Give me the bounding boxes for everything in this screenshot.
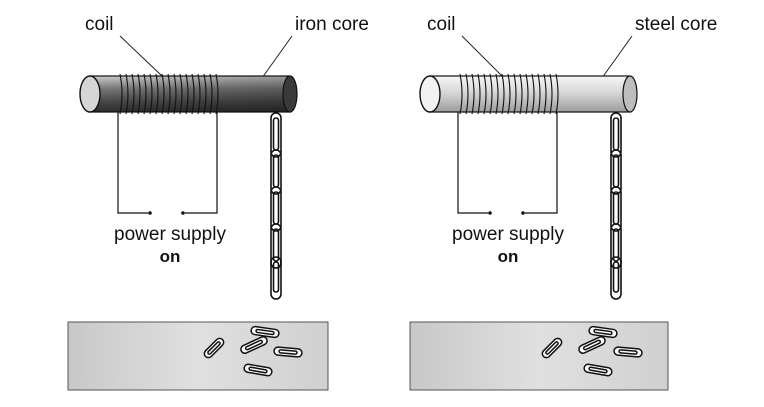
- steel-core-panel: coil steel core power supply on: [409, 14, 717, 391]
- wire-right: [525, 112, 558, 214]
- wire-left: [457, 112, 488, 214]
- power-supply-label: power supply: [114, 224, 226, 245]
- wire-left: [117, 112, 148, 214]
- coil-label: coil: [85, 14, 114, 35]
- terminal-left: [148, 211, 152, 215]
- terminal-right: [181, 211, 185, 215]
- coil-windings: [119, 73, 219, 115]
- paper-clip-chain: [610, 112, 622, 300]
- terminal-right: [521, 211, 525, 215]
- coil-pointer-line: [119, 35, 163, 77]
- coil-windings: [459, 73, 559, 115]
- core-pointer-line: [261, 35, 293, 79]
- loose-paper-clips: [203, 325, 303, 377]
- coil-pointer-line: [461, 35, 503, 77]
- steel-core-rod: [419, 75, 638, 113]
- coil-label: coil: [427, 14, 456, 35]
- wire-right: [185, 112, 218, 214]
- power-state-label: on: [498, 247, 519, 266]
- power-state-label: on: [160, 247, 181, 266]
- power-supply-label: power supply: [452, 224, 564, 245]
- core-label: steel core: [635, 14, 717, 35]
- core-label: iron core: [295, 14, 369, 35]
- paper-clip-chain: [270, 112, 282, 300]
- terminal-left: [488, 211, 492, 215]
- loose-paper-clips: [541, 325, 643, 377]
- iron-core-rod: [79, 75, 298, 113]
- iron-core-panel: coil iron core power supply on: [67, 14, 369, 391]
- core-pointer-line: [601, 35, 633, 79]
